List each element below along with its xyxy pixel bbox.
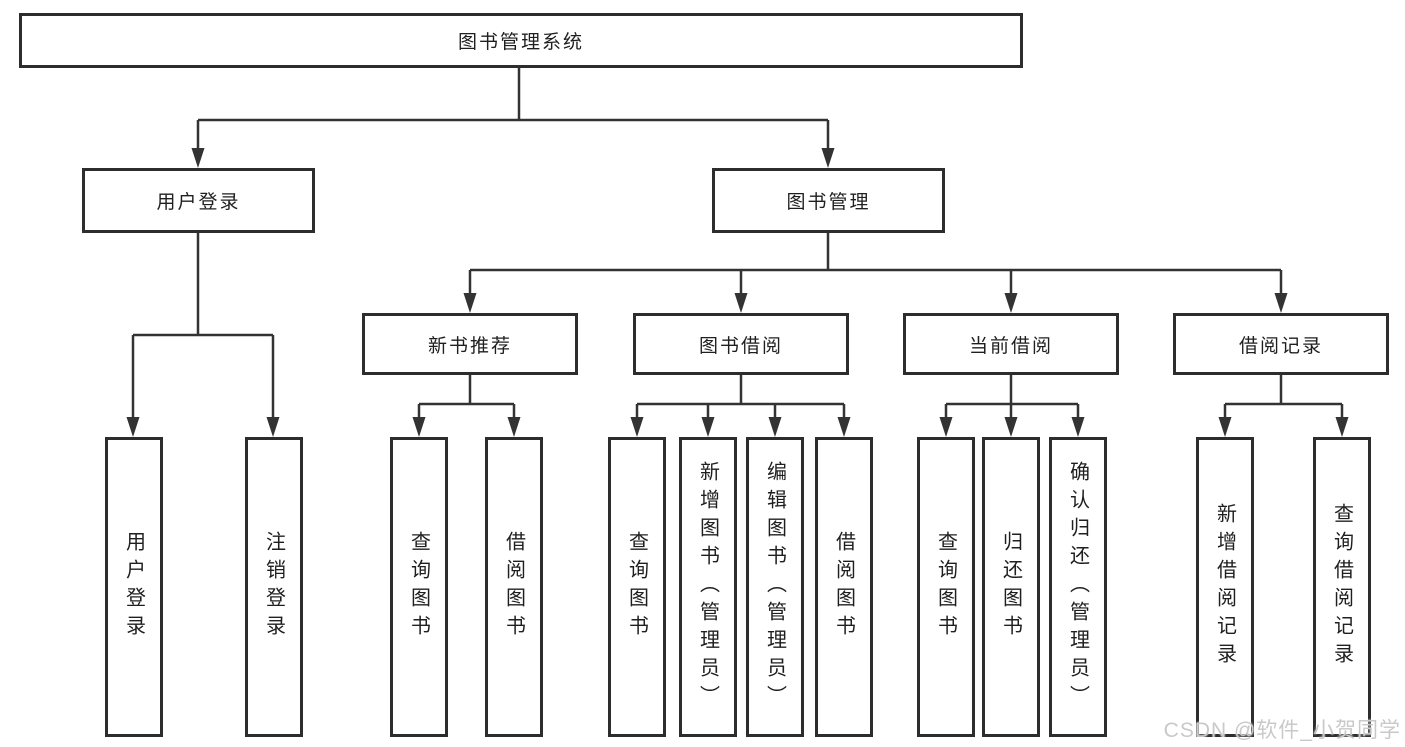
- arrow-down-icon: [768, 417, 782, 437]
- node-new-book-recommend: 新书推荐: [362, 313, 578, 375]
- arrow-down-icon: [734, 293, 748, 313]
- leaf-query-books-3: 查询图书: [917, 437, 975, 737]
- arrow-down-icon: [821, 148, 835, 168]
- arrow-down-icon: [1004, 417, 1018, 437]
- leaf-confirm-return-admin: 确认归还（管理员）: [1049, 437, 1107, 737]
- connector-user-login-to-leaves: [131, 233, 275, 421]
- leaf-return-books: 归还图书: [982, 437, 1040, 737]
- node-new-book-recommend-label: 新书推荐: [427, 335, 512, 357]
- leaf-label: 注销登录: [262, 531, 285, 643]
- connector-new-book-to-leaves: [417, 375, 516, 421]
- leaf-label: 确认归还（管理员）: [1066, 461, 1089, 713]
- arrow-down-icon: [266, 417, 280, 437]
- node-user-login-label: 用户登录: [156, 192, 241, 213]
- leaf-label: 编辑图书（管理员）: [763, 461, 786, 713]
- leaf-query-books-1: 查询图书: [390, 437, 448, 737]
- leaf-edit-books-admin: 编辑图书（管理员）: [746, 437, 804, 737]
- leaf-label: 查询图书: [934, 531, 957, 643]
- leaf-add-borrow-record: 新增借阅记录: [1196, 437, 1254, 737]
- connector-book-borrow-to-leaves: [635, 375, 846, 421]
- connector-root-to-level2: [196, 68, 830, 152]
- connector-current-borrow-to-leaves: [944, 375, 1080, 421]
- arrow-down-icon: [463, 293, 477, 313]
- leaf-label: 新增图书（管理员）: [696, 461, 719, 713]
- arrow-down-icon: [1335, 417, 1349, 437]
- leaf-label: 借阅图书: [502, 531, 525, 643]
- node-current-borrow-label: 当前借阅: [968, 335, 1053, 357]
- leaf-query-borrow-record: 查询借阅记录: [1313, 437, 1371, 737]
- arrow-down-icon: [412, 417, 426, 437]
- node-book-management: 图书管理: [712, 168, 945, 233]
- leaf-borrow-books-1: 借阅图书: [485, 437, 543, 737]
- node-book-borrow: 图书借阅: [633, 313, 849, 375]
- arrow-down-icon: [191, 148, 205, 168]
- leaf-query-books-2: 查询图书: [608, 437, 666, 737]
- arrow-down-icon: [701, 417, 715, 437]
- leaf-label: 借阅图书: [832, 531, 855, 643]
- leaf-borrow-books-2: 借阅图书: [815, 437, 873, 737]
- leaf-label: 查询借阅记录: [1330, 503, 1353, 671]
- node-book-borrow-label: 图书借阅: [698, 335, 783, 357]
- node-borrow-records-label: 借阅记录: [1238, 335, 1323, 357]
- leaf-label: 用户登录: [122, 531, 145, 643]
- leaf-label: 归还图书: [999, 531, 1022, 643]
- leaf-label: 新增借阅记录: [1213, 503, 1236, 671]
- node-user-login: 用户登录: [82, 168, 315, 233]
- connector-book-management-to-level3: [468, 233, 1283, 297]
- node-book-management-label: 图书管理: [786, 192, 871, 213]
- node-borrow-records: 借阅记录: [1173, 313, 1389, 375]
- node-root: 图书管理系统: [19, 13, 1023, 68]
- node-root-label: 图书管理系统: [457, 32, 584, 53]
- connector-borrow-records-to-leaves: [1223, 375, 1344, 421]
- arrow-down-icon: [126, 417, 140, 437]
- arrow-down-icon: [507, 417, 521, 437]
- arrow-down-icon: [1071, 417, 1085, 437]
- leaf-user-login: 用户登录: [105, 437, 163, 737]
- leaf-label: 查询图书: [625, 531, 648, 643]
- leaf-label: 查询图书: [407, 531, 430, 643]
- arrow-down-icon: [1274, 293, 1288, 313]
- node-current-borrow: 当前借阅: [903, 313, 1119, 375]
- leaf-logout: 注销登录: [245, 437, 303, 737]
- arrow-down-icon: [939, 417, 953, 437]
- arrow-down-icon: [1004, 293, 1018, 313]
- leaf-add-books-admin: 新增图书（管理员）: [679, 437, 737, 737]
- arrow-down-icon: [837, 417, 851, 437]
- arrow-down-icon: [630, 417, 644, 437]
- arrow-down-icon: [1218, 417, 1232, 437]
- csdn-watermark: CSDN @软件_小贺同学: [1163, 719, 1401, 742]
